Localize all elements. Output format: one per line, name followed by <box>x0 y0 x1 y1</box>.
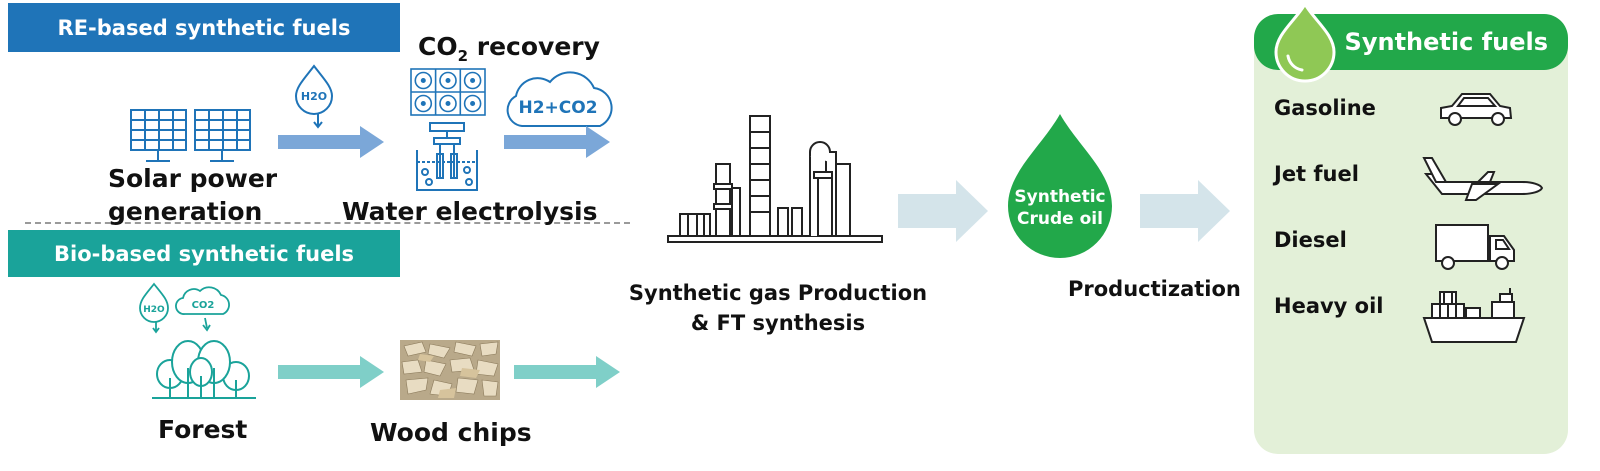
crude-oil-drop-icon: Synthetic Crude oil <box>1008 114 1112 258</box>
co2-recovery-label: CO2 recovery <box>418 32 600 65</box>
fuel-label-gasoline: Gasoline <box>1274 96 1376 120</box>
water-electrolysis-label: Water electrolysis <box>342 197 598 226</box>
wood-chips-label: Wood chips <box>370 418 532 447</box>
synthesis-label: Synthetic gas Production & FT synthesis <box>628 281 928 335</box>
forest-label: Forest <box>158 415 248 444</box>
productization-label: Productization <box>1068 277 1241 301</box>
arrow-right-icon <box>898 180 988 242</box>
synthetic-fuels-banner-text: Synthetic fuels <box>1344 28 1548 56</box>
forest-icon <box>152 340 256 399</box>
arrow-right-icon <box>1140 180 1230 242</box>
water-drop-icon: H2O <box>139 282 169 334</box>
electrolyzer-icon <box>416 122 478 191</box>
svg-text:H2O: H2O <box>143 305 165 315</box>
solar-power-label: Solar power generation <box>108 164 278 226</box>
wood-chips-image <box>400 340 500 400</box>
co2-capture-fan-icon <box>410 68 486 116</box>
fuel-drop-icon <box>1274 0 1336 83</box>
section-divider <box>25 222 630 224</box>
arrow-right-icon <box>278 356 384 388</box>
synthetic-fuels-panel <box>1254 14 1568 454</box>
svg-text:H2+CO2: H2+CO2 <box>518 98 597 118</box>
solar-panel-icon <box>130 109 251 162</box>
arrow-right-icon <box>514 356 620 388</box>
bio-based-banner-text: Bio-based synthetic fuels <box>53 241 355 266</box>
refinery-icon <box>667 115 883 243</box>
svg-text:Crude oil: Crude oil <box>1017 209 1103 229</box>
svg-text:Synthetic: Synthetic <box>1014 187 1105 207</box>
cloud-icon: H2+CO2 <box>506 71 613 127</box>
fuel-label-jet-fuel: Jet fuel <box>1274 162 1359 186</box>
svg-text:CO2: CO2 <box>192 300 215 311</box>
re-based-banner: RE-based synthetic fuels <box>8 3 400 52</box>
co2-cloud-icon: CO2 <box>175 286 230 332</box>
arrow-right-icon <box>278 126 384 158</box>
fuel-label-heavy-oil: Heavy oil <box>1274 294 1384 318</box>
water-drop-icon: H2O <box>294 64 334 129</box>
bio-based-banner: Bio-based synthetic fuels <box>8 230 400 277</box>
car-icon <box>1440 93 1513 126</box>
ship-icon <box>1422 288 1526 343</box>
truck-icon <box>1435 224 1515 270</box>
fuel-label-diesel: Diesel <box>1274 228 1347 252</box>
re-based-banner-text: RE-based synthetic fuels <box>57 15 351 40</box>
svg-text:H2O: H2O <box>301 90 327 103</box>
arrow-right-icon <box>504 126 610 158</box>
airplane-icon <box>1422 157 1544 201</box>
